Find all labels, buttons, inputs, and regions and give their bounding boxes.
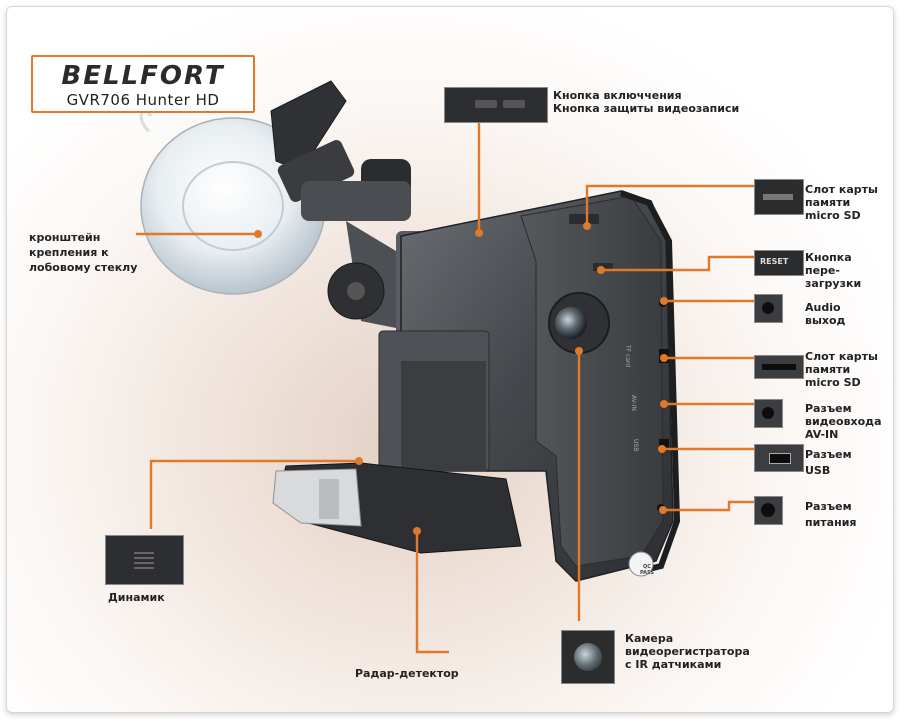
- marking-usb: USB: [632, 439, 639, 452]
- power-jack-icon: [761, 503, 775, 517]
- device-body: [378, 190, 681, 582]
- label-reset: Кнопка пере- загрузки: [805, 251, 862, 290]
- av-jack-icon: [762, 407, 774, 419]
- audio-thumb: [754, 294, 783, 323]
- label-power-jack: Разъем питания: [805, 500, 857, 529]
- label-audio: Audio выход: [805, 301, 846, 327]
- reset-text: RESET: [760, 257, 789, 266]
- radar-detector-body: [272, 462, 522, 554]
- sd-slot-icon: [763, 194, 793, 200]
- label-speaker: Динамик: [108, 591, 165, 604]
- speaker-thumb: [105, 535, 184, 585]
- label-usb: Разъем USB: [805, 448, 852, 477]
- device-illustration: [136, 80, 754, 654]
- audio-jack-icon: [762, 302, 774, 314]
- label-bracket: кронштейн крепления к лобовому стеклу: [29, 231, 138, 274]
- speaker-grille-icon: [134, 552, 154, 554]
- sd-slot-thumb-2: [754, 355, 804, 379]
- lock-button-icon: [503, 100, 525, 108]
- marking-badge: QC PASS: [639, 564, 655, 576]
- label-camera: Камера видеорегистратора с IR датчиками: [625, 632, 750, 671]
- diagram-frame: BELLFORT GVR706 Hunter HD RESET Кнопка в…: [6, 6, 894, 713]
- power-jack-thumb: [754, 496, 783, 525]
- brand-model: GVR706 Hunter HD: [66, 91, 220, 109]
- brand-name: BELLFORT: [61, 61, 225, 91]
- marking-tf: TF card: [624, 345, 631, 368]
- label-sd-slot-2: Слот карты памяти micro SD: [805, 350, 878, 389]
- usb-port-icon: [769, 453, 791, 464]
- brand-box: BELLFORT GVR706 Hunter HD: [31, 55, 255, 113]
- label-av-in: Разъем видеовхода AV-IN: [805, 402, 882, 441]
- leader-lines: [136, 119, 754, 654]
- av-in-thumb: [754, 399, 783, 428]
- label-power: Кнопка включчения Кнопка защиты видеозап…: [553, 89, 740, 115]
- power-button-icon: [475, 100, 497, 108]
- sd-slot-thumb-1: [754, 179, 804, 215]
- camera-thumb: [561, 630, 615, 684]
- power-buttons-thumb: [444, 87, 548, 123]
- usb-thumb: [754, 444, 804, 472]
- sd-slot-icon: [762, 364, 796, 370]
- camera-lens-icon: [574, 643, 602, 671]
- reset-thumb: RESET: [754, 250, 804, 276]
- marking-av: AV-IN: [630, 395, 637, 411]
- label-sd-slot-1: Слот карты памяти micro SD: [805, 183, 878, 222]
- leader-dots: [254, 222, 668, 535]
- label-radar: Радар-детектор: [355, 667, 459, 680]
